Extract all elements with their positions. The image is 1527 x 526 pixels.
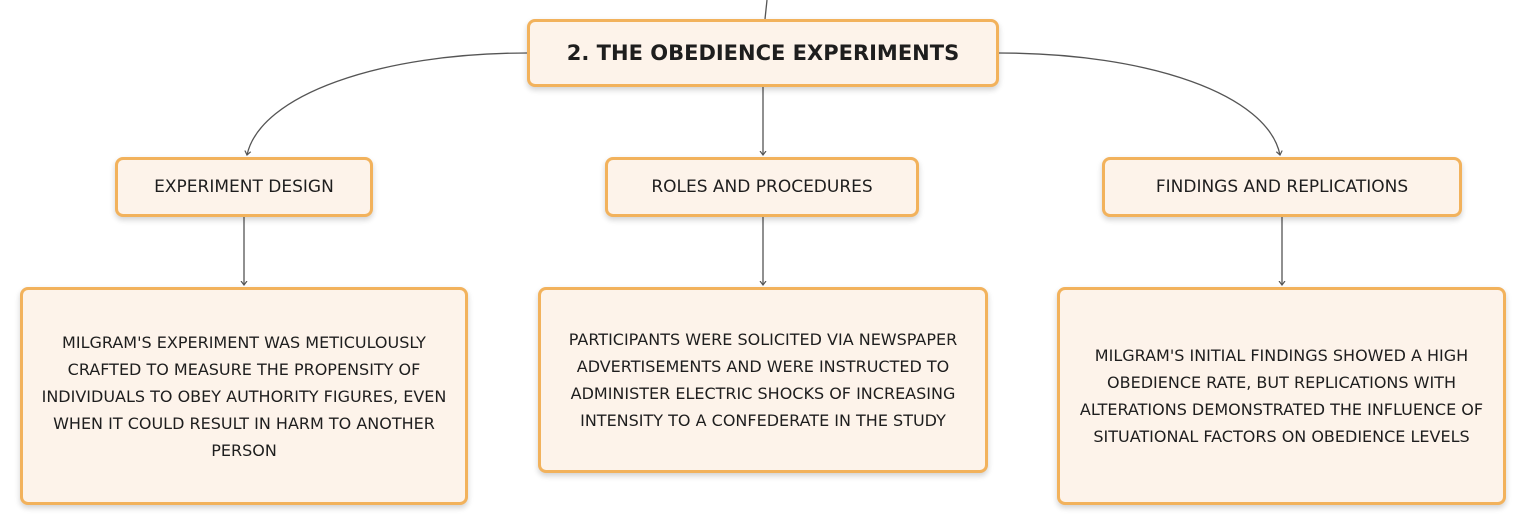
detail-node-text: PARTICIPANTS WERE SOLICITED VIA NEWSPAPE… — [568, 330, 958, 430]
detail-node-roles-and-procedures[interactable]: PARTICIPANTS WERE SOLICITED VIA NEWSPAPE… — [538, 287, 988, 473]
detail-node-experiment-design[interactable]: MILGRAM'S EXPERIMENT WAS METICULOUSLY CR… — [20, 287, 468, 505]
branch-node-roles-and-procedures[interactable]: ROLES AND PROCEDURES — [605, 157, 919, 217]
connector-incoming — [764, 0, 768, 20]
connector-root-to-branch-3 — [998, 52, 1280, 155]
connector-root-to-branch-1 — [247, 52, 528, 155]
branch-node-findings-and-replications[interactable]: FINDINGS AND REPLICATIONS — [1102, 157, 1462, 217]
branch-node-experiment-design[interactable]: EXPERIMENT DESIGN — [115, 157, 373, 217]
detail-node-findings-and-replications[interactable]: MILGRAM'S INITIAL FINDINGS SHOWED A HIGH… — [1057, 287, 1506, 505]
root-node[interactable]: 2. THE OBEDIENCE EXPERIMENTS — [527, 19, 999, 87]
branch-node-label: EXPERIMENT DESIGN — [154, 177, 334, 197]
branch-node-label: FINDINGS AND REPLICATIONS — [1155, 177, 1409, 197]
detail-node-text: MILGRAM'S EXPERIMENT WAS METICULOUSLY CR… — [41, 332, 447, 460]
branch-node-label: ROLES AND PROCEDURES — [651, 177, 873, 197]
detail-node-text: MILGRAM'S INITIAL FINDINGS SHOWED A HIGH… — [1079, 346, 1484, 446]
root-node-label: 2. THE OBEDIENCE EXPERIMENTS — [566, 41, 960, 65]
